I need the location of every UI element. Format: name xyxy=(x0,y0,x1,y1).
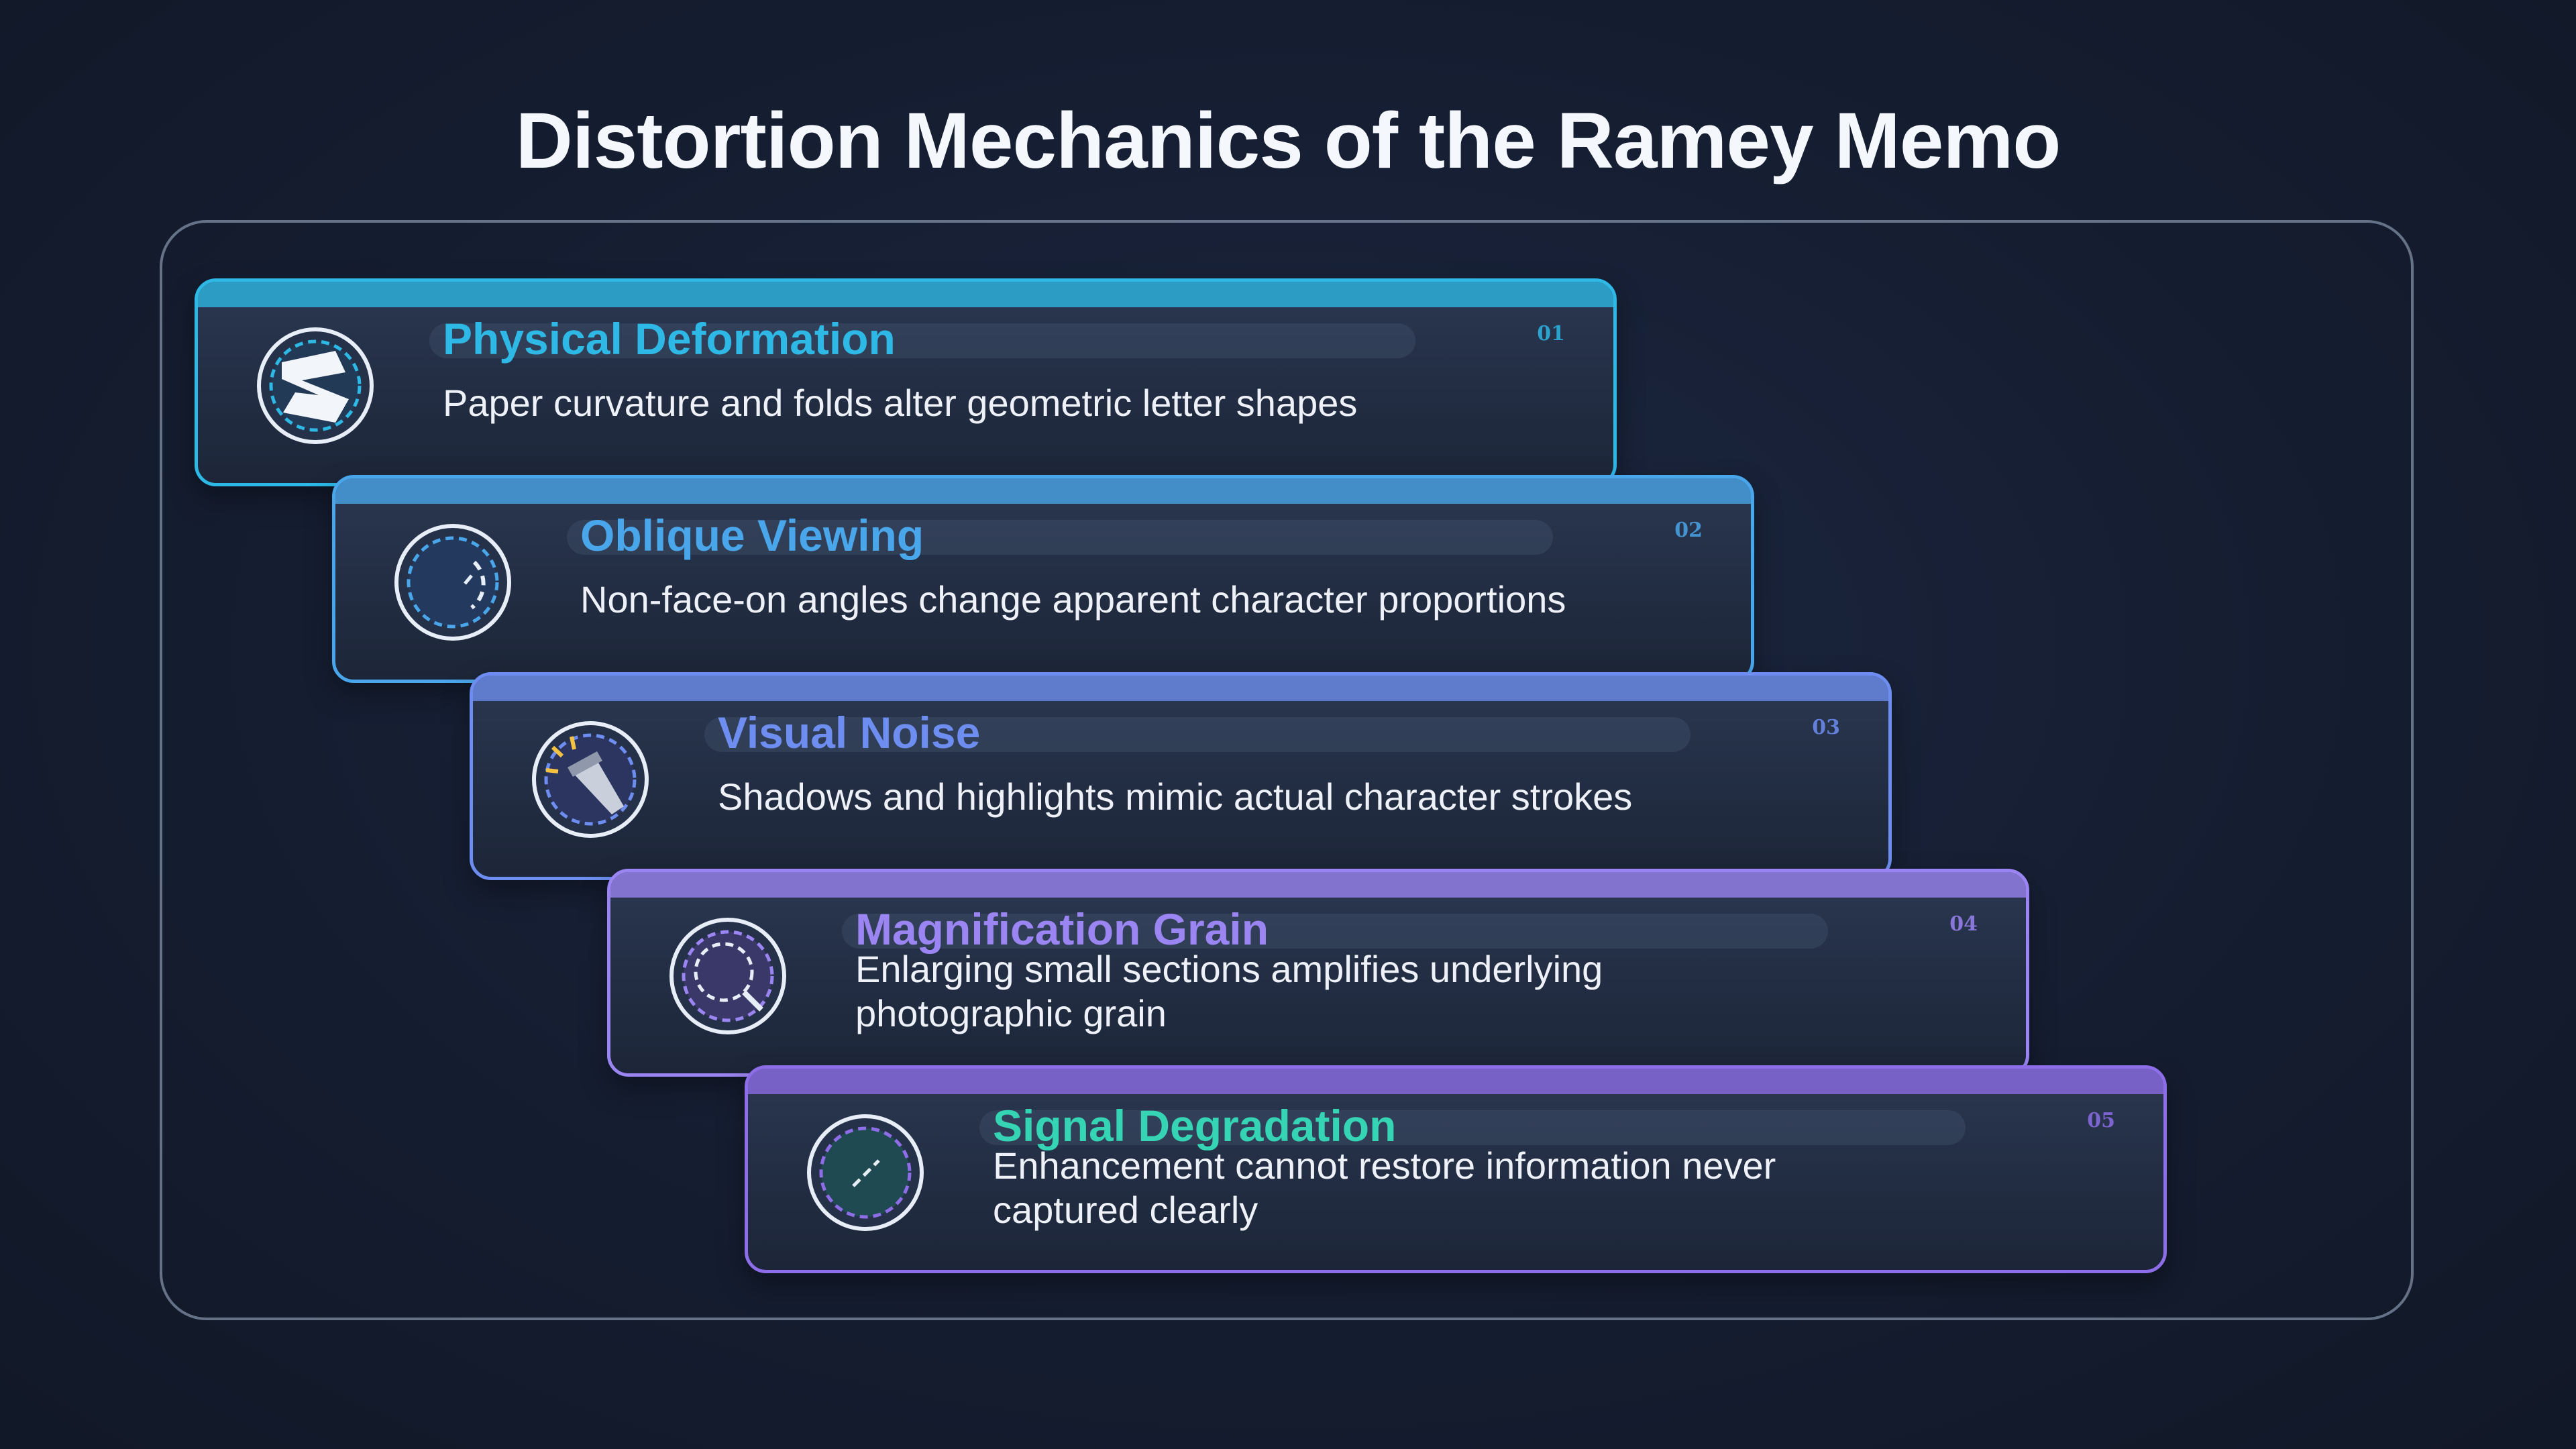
card-number: 03 xyxy=(1812,716,1840,739)
card-accent-bar xyxy=(748,1069,2163,1094)
card-description: Enlarging small sections amplifies under… xyxy=(855,948,1603,1034)
magnifier-icon xyxy=(667,916,788,1036)
angle-dial-icon xyxy=(392,522,513,643)
card-heading: Oblique Viewing xyxy=(580,511,924,560)
signal-gauge-icon xyxy=(805,1112,926,1233)
card-accent-bar xyxy=(610,872,2026,898)
card-accent-bar xyxy=(198,282,1613,307)
step-card-magnification-grain: Magnification Grain 04 Enlarging small s… xyxy=(607,869,2029,1077)
card-title-track xyxy=(979,1110,1966,1145)
card-number: 01 xyxy=(1537,322,1565,345)
card-heading: Physical Deformation xyxy=(443,314,896,364)
card-description: Enhancement cannot restore information n… xyxy=(993,1144,1776,1231)
card-accent-bar xyxy=(335,478,1751,504)
step-card-signal-degradation: Signal Degradation 05 Enhancement cannot… xyxy=(745,1065,2167,1273)
paper-fold-icon xyxy=(255,325,376,446)
card-number: 04 xyxy=(1949,912,1978,936)
diagram-frame xyxy=(160,220,2414,1320)
card-title-track xyxy=(429,323,1415,358)
card-heading: Signal Degradation xyxy=(993,1101,1397,1150)
step-card-physical-deformation: Physical Deformation 01 Paper curvature … xyxy=(195,278,1617,486)
card-accent-bar xyxy=(473,676,1888,701)
flashlight-icon xyxy=(530,719,651,840)
card-title-track xyxy=(567,520,1553,555)
card-number: 05 xyxy=(2087,1109,2115,1132)
card-title-track xyxy=(704,717,1690,752)
card-number: 02 xyxy=(1674,519,1703,542)
step-card-visual-noise: Visual Noise 03 Shadows and highlights m… xyxy=(470,672,1892,880)
card-description: Paper curvature and folds alter geometri… xyxy=(443,382,1358,424)
step-card-oblique-viewing: Oblique Viewing 02 Non-face-on angles ch… xyxy=(332,475,1754,683)
card-description: Shadows and highlights mimic actual char… xyxy=(718,775,1633,818)
card-heading: Visual Noise xyxy=(718,708,981,757)
card-description: Non-face-on angles change apparent chara… xyxy=(580,578,1566,621)
page-title: Distortion Mechanics of the Ramey Memo xyxy=(515,97,2061,185)
card-title-track xyxy=(842,914,1828,949)
card-heading: Magnification Grain xyxy=(855,904,1269,954)
